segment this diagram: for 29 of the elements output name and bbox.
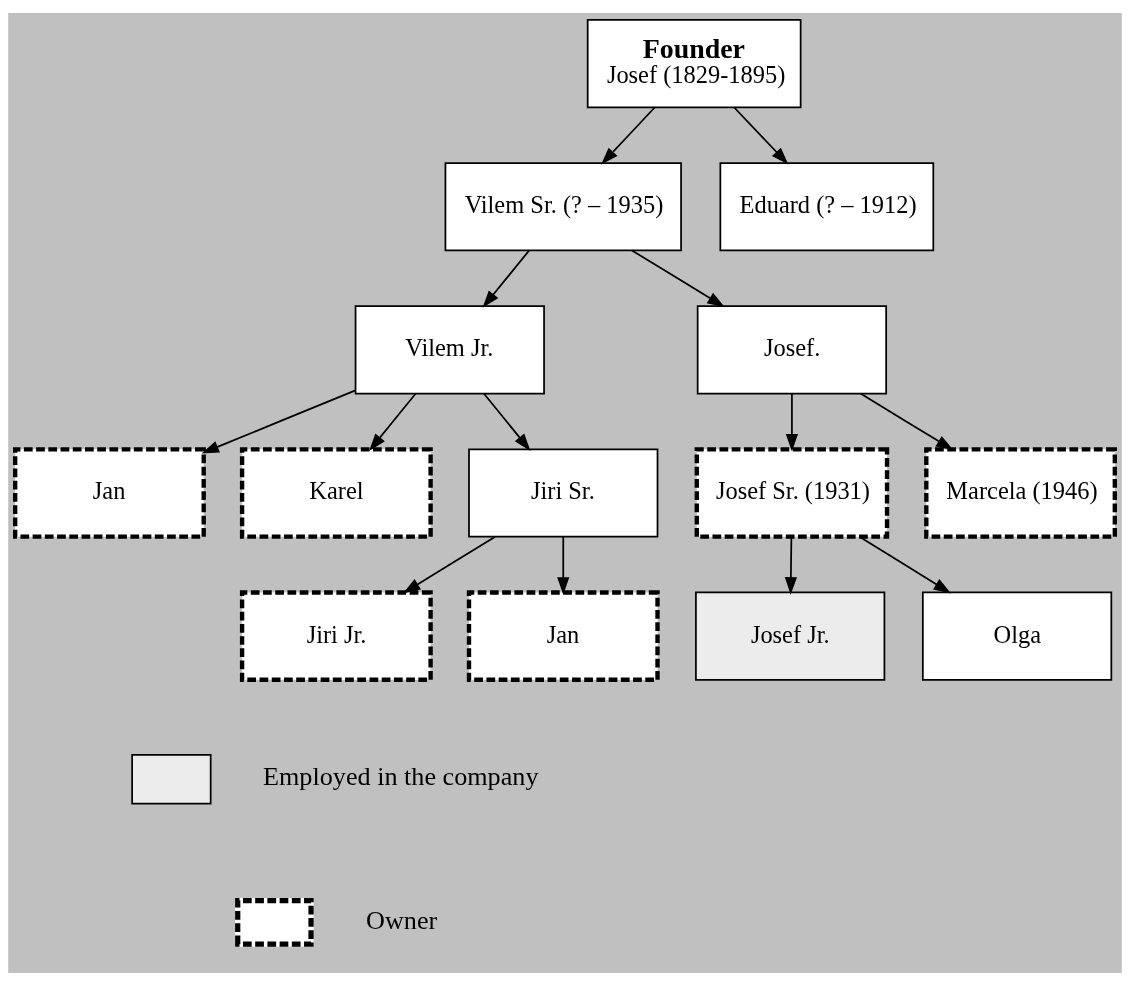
arrow — [557, 535, 570, 595]
node-box: Founder Josef (1829-1895) — [586, 18, 802, 108]
arrow — [402, 535, 497, 593]
node-box: Josef Jr. — [695, 591, 886, 681]
node-box: Jiri Sr. — [468, 448, 659, 537]
node-box: Josef Sr. (1931) — [694, 446, 890, 539]
arrow — [482, 249, 531, 308]
node-box: Vilem Sr. (? – 1935) — [444, 161, 682, 251]
node-box: Vilem Jr. — [354, 304, 545, 394]
arrow — [859, 392, 954, 450]
node-box: Karel — [239, 446, 433, 539]
arrow — [733, 105, 789, 165]
arrow — [858, 535, 952, 593]
legend-label: Employed in the company — [263, 761, 539, 791]
node-box: Olga — [921, 591, 1113, 681]
node-box: Jan — [466, 589, 660, 682]
node-box: Marcela (1946) — [924, 446, 1117, 539]
legend-label: Owner — [366, 904, 438, 934]
node-box: Jiri Jr. — [239, 589, 433, 682]
arrow — [785, 392, 799, 452]
arrow — [482, 392, 531, 451]
arrow — [201, 388, 357, 453]
arrow — [784, 535, 797, 595]
arrow — [630, 249, 725, 307]
arrow — [601, 105, 656, 165]
node-box: Jan — [13, 446, 206, 539]
arrow — [369, 392, 417, 451]
node-box: Josef. — [696, 304, 888, 394]
node-box: Eduard (? – 1912) — [719, 161, 935, 251]
